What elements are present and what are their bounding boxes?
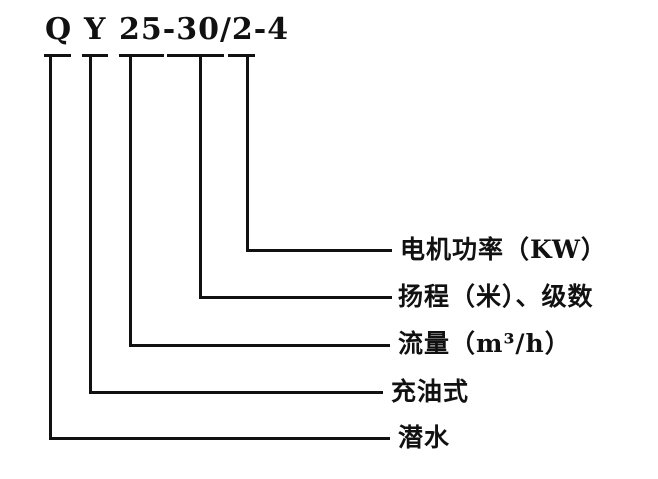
connector-vertical-submersible: [49, 54, 52, 440]
connector-horizontal-power: [246, 249, 392, 252]
code-part-numbers: 25-30/2-4: [119, 12, 290, 47]
connector-vertical-power: [246, 54, 249, 252]
connector-vertical-head: [199, 54, 202, 299]
label-submersible: 潜水: [398, 423, 451, 452]
underline-flow: [119, 54, 164, 57]
connector-horizontal-head: [199, 296, 392, 299]
connector-vertical-flow: [129, 54, 132, 347]
code-part-submersible: Q: [45, 12, 73, 47]
connector-vertical-oil-filled: [89, 54, 92, 394]
underline-head: [167, 54, 224, 57]
connector-horizontal-flow: [129, 344, 390, 347]
underline-y: [82, 54, 108, 57]
label-oil-filled: 充油式: [391, 377, 470, 406]
underline-q: [44, 54, 71, 57]
connector-horizontal-oil-filled: [89, 391, 383, 394]
label-motor-power: 电机功率（KW）: [400, 235, 607, 264]
code-part-oil-filled: Y: [84, 12, 107, 47]
underline-power: [228, 54, 255, 57]
label-flow-rate: 流量（m³/h）: [398, 329, 571, 358]
label-head-stages: 扬程（米）、级数: [398, 282, 594, 311]
connector-horizontal-submersible: [49, 437, 390, 440]
